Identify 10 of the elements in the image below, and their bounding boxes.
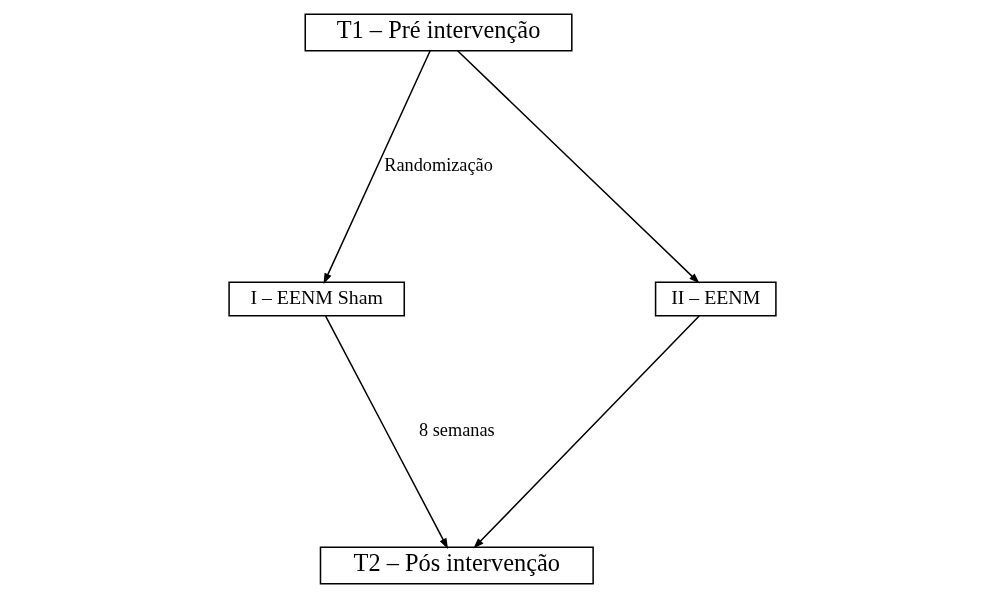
arrow (324, 315, 448, 549)
arrow (472, 315, 700, 549)
arrow (456, 50, 700, 284)
node-box: I – EENM Sham (227, 281, 405, 317)
node-box: T1 – Pré intervenção (304, 13, 573, 52)
node-box: T2 – Pós intervenção (319, 546, 594, 585)
node-box: II – EENM (654, 281, 777, 317)
label: Randomização (383, 155, 493, 176)
arrow (323, 50, 431, 285)
label: 8 semanas (418, 420, 495, 441)
